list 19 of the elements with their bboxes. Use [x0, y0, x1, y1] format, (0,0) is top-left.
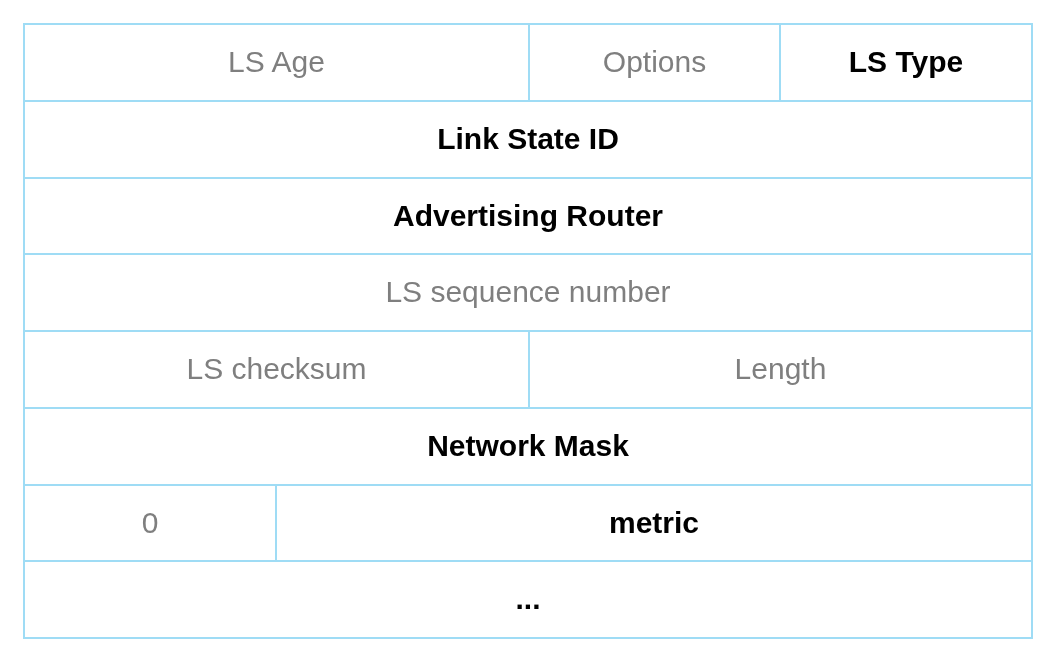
- field-name: Link State ID: [437, 122, 619, 157]
- field-name: Length: [734, 352, 827, 387]
- field-name: Advertising Router: [393, 198, 663, 234]
- field-cell: [23, 253, 1033, 332]
- field-name: LS sequence number: [385, 275, 671, 310]
- field-name: LS checksum: [186, 352, 367, 387]
- field-cell: [23, 560, 1033, 639]
- field-name: 0: [141, 505, 159, 541]
- field-cell: [23, 407, 1033, 486]
- field-cell: [779, 23, 1033, 102]
- field-name: metric: [608, 505, 699, 541]
- field-name: LS Type: [848, 45, 964, 80]
- field-cell: [23, 23, 530, 102]
- field-name: Options: [602, 45, 707, 80]
- field-name: LS Age: [228, 45, 325, 80]
- field-name: Network Mask: [427, 429, 629, 464]
- field-name: ...: [515, 582, 541, 617]
- field-cell: [23, 100, 1033, 179]
- field-cell: [23, 177, 1033, 255]
